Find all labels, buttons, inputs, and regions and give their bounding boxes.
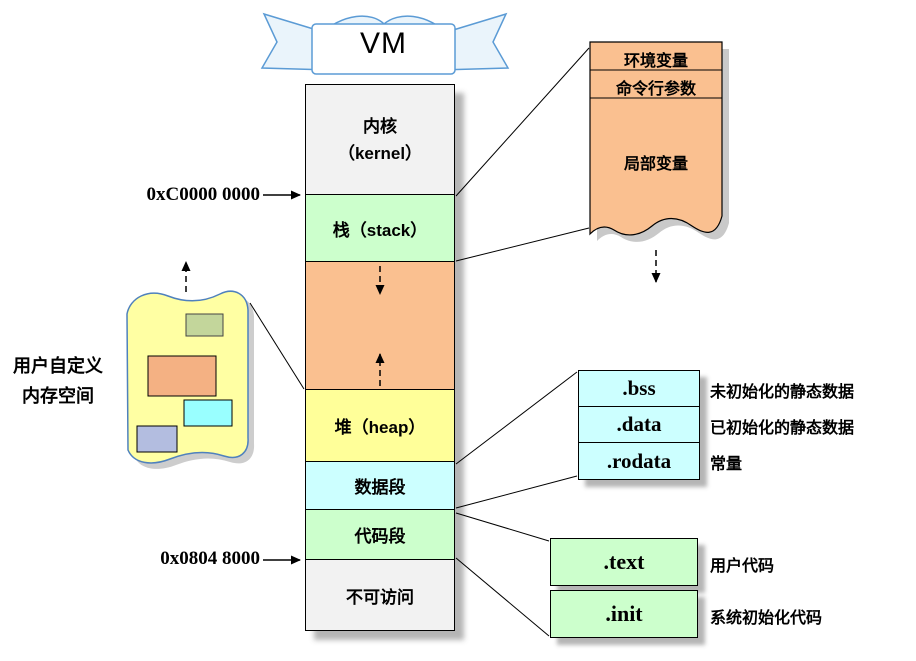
segment-heap: 堆（heap）	[306, 390, 454, 462]
bss-description: 未初始化的静态数据	[710, 384, 855, 401]
address-kernel-boundary: 0xC0000 0000	[146, 184, 260, 205]
stack-detail-local-vars: 局部变量	[623, 156, 688, 173]
user-memory-blob	[126, 290, 249, 464]
data-detail-group: .bss .data .rodata	[578, 370, 700, 480]
code-segment-label: 代码段	[354, 527, 406, 546]
data-segment-label: 数据段	[354, 478, 406, 497]
code-to-text-line	[455, 512, 550, 542]
kernel-label-line1: 内核	[363, 116, 397, 136]
text-box: .text	[550, 538, 698, 586]
stack-detail-cmdline-args: 命令行参数	[615, 81, 696, 98]
init-box: .init	[550, 590, 698, 638]
user-block-cyan	[183, 399, 233, 427]
inaccessible-label: 不可访问	[346, 587, 414, 607]
segment-data: 数据段	[306, 462, 454, 510]
user-region-label: 用户自定义 内存空间	[2, 351, 114, 411]
user-block-orange	[147, 355, 217, 397]
user-block-blue	[136, 425, 178, 453]
code-to-init-line	[455, 557, 550, 637]
segment-code: 代码段	[306, 510, 454, 560]
memory-column: 内核 （kernel） 栈（stack） 堆（heap） 数据段 代码段 不可访…	[305, 84, 455, 631]
data-to-detail-line-top	[455, 371, 578, 465]
heap-label: 堆（heap）	[334, 418, 426, 437]
kernel-label-line2: （kernel）	[337, 143, 423, 163]
text-label: .text	[603, 549, 645, 574]
segment-inaccessible: 不可访问	[306, 560, 454, 630]
text-description: 用户代码	[710, 558, 775, 575]
user-block-green	[185, 313, 224, 337]
stack-to-detail-line-top	[455, 47, 590, 197]
segment-stack: 栈（stack）	[306, 195, 454, 262]
stack-detail-env-vars: 环境变量	[623, 53, 688, 70]
segment-free-space	[306, 262, 454, 390]
user-region-label-line1: 用户自定义	[13, 356, 103, 376]
data-to-detail-line-bottom	[455, 475, 578, 509]
stack-label: 栈（stack）	[332, 220, 428, 240]
rodata-box: .rodata	[579, 443, 699, 479]
segment-kernel: 内核 （kernel）	[306, 85, 454, 195]
init-label: .init	[605, 601, 643, 626]
data-box: .data	[579, 407, 699, 443]
blob-to-heap-line	[249, 302, 305, 390]
vm-banner-title: VM	[360, 27, 407, 60]
init-description: 系统初始化代码	[710, 610, 823, 627]
rodata-description: 常量	[710, 456, 743, 473]
data-description: 已初始化的静态数据	[710, 420, 855, 437]
address-code-boundary: 0x0804 8000	[160, 548, 260, 569]
rodata-label: .rodata	[606, 448, 672, 473]
data-label: .data	[616, 412, 662, 436]
stack-to-detail-line-bottom	[455, 227, 590, 262]
user-memory-blob-shadow	[133, 297, 255, 469]
bss-box: .bss	[579, 371, 699, 407]
bss-label: .bss	[622, 376, 656, 400]
user-region-label-line2: 内存空间	[22, 386, 94, 406]
